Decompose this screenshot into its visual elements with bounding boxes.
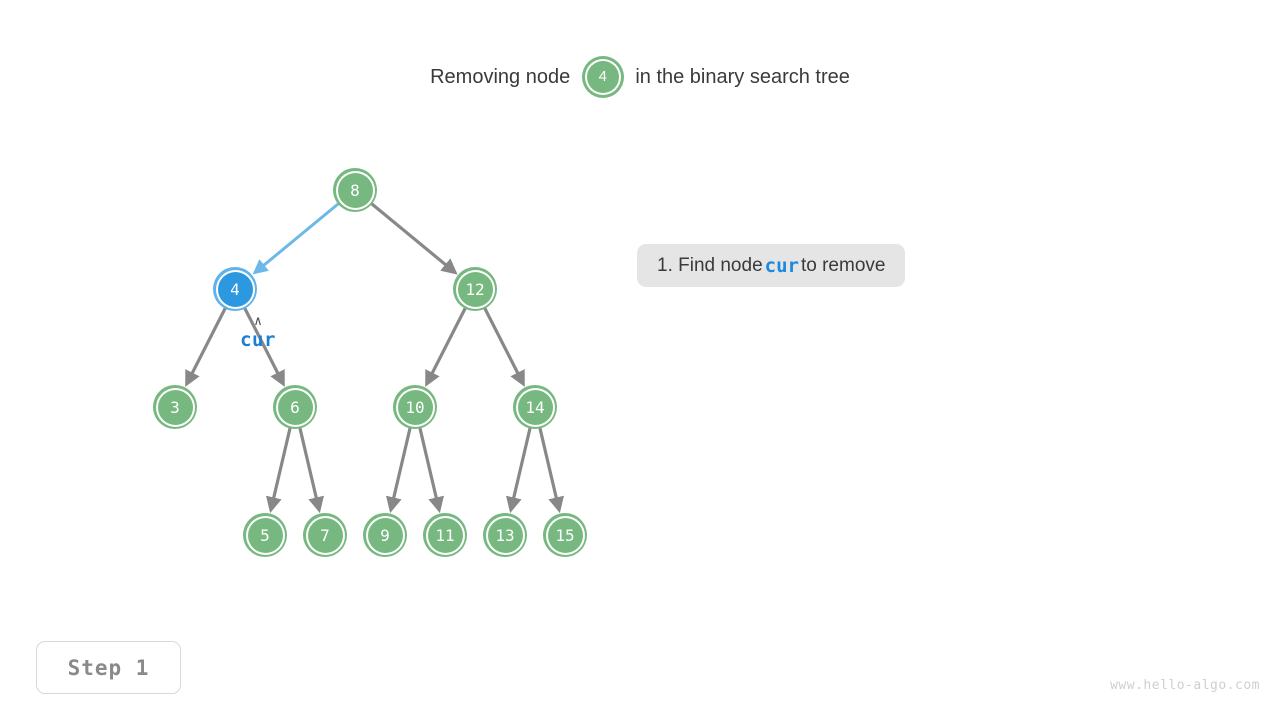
tree-node-8[interactable]: 8 — [333, 168, 377, 212]
tree-node-value: 5 — [247, 517, 283, 553]
tree-node-7[interactable]: 7 — [303, 513, 347, 557]
tree-edge-4-3 — [185, 306, 227, 387]
page-title: Removing node 4 in the binary search tre… — [0, 56, 1280, 98]
tree-node-14[interactable]: 14 — [513, 385, 557, 429]
tree-edge-6-7 — [298, 427, 324, 514]
tree-node-15[interactable]: 15 — [543, 513, 587, 557]
page-title-suffix: in the binary search tree — [635, 66, 850, 88]
tree-node-value: 12 — [457, 271, 493, 307]
tree-node-9[interactable]: 9 — [363, 513, 407, 557]
tree-edge-12-10 — [425, 306, 467, 387]
tree-edge-8-12 — [370, 202, 458, 275]
tree-node-13[interactable]: 13 — [483, 513, 527, 557]
tree-edge-10-11 — [418, 427, 444, 514]
tree-edge-10-9 — [386, 427, 412, 514]
tree-node-3[interactable]: 3 — [153, 385, 197, 429]
tree-node-value: 13 — [487, 517, 523, 553]
tree-edge-8-4 — [252, 202, 340, 275]
tree-node-12[interactable]: 12 — [453, 267, 497, 311]
tree-edge-6-5 — [266, 427, 292, 514]
tree-edge-4-6 — [243, 306, 285, 387]
cur-pointer-label: cur — [240, 329, 276, 351]
page-title-prefix: Removing node — [430, 66, 571, 88]
tree-node-11[interactable]: 11 — [423, 513, 467, 557]
tree-node-value: 3 — [157, 389, 193, 425]
tree-node-4[interactable]: 4 — [213, 267, 257, 311]
tree-node-5[interactable]: 5 — [243, 513, 287, 557]
tree-node-value: 15 — [547, 517, 583, 553]
tree-edge-12-14 — [483, 306, 525, 387]
tree-edge-14-15 — [538, 427, 564, 514]
tree-node-6[interactable]: 6 — [273, 385, 317, 429]
step-badge: Step 1 — [36, 641, 181, 694]
tree-edge-14-13 — [506, 427, 532, 514]
tree-node-10[interactable]: 10 — [393, 385, 437, 429]
tree-node-value: 4 — [217, 271, 253, 307]
caption-prefix: 1. Find node — [657, 254, 763, 276]
step-caption: 1. Find node cur to remove — [637, 244, 906, 287]
title-node-badge: 4 — [581, 56, 624, 98]
tree-node-value: 10 — [397, 389, 433, 425]
title-node-value: 4 — [586, 61, 619, 93]
caption-code-cur: cur — [764, 254, 799, 277]
tree-node-value: 14 — [517, 389, 553, 425]
cur-pointer: ∧ cur — [213, 314, 303, 352]
caption-suffix: to remove — [800, 254, 886, 276]
tree-node-value: 11 — [427, 517, 463, 553]
tree-node-value: 6 — [277, 389, 313, 425]
step-badge-label: Step 1 — [67, 655, 150, 680]
site-watermark: www.hello-algo.com — [1110, 678, 1260, 693]
cur-caret-icon: ∧ — [254, 314, 262, 329]
tree-node-value: 8 — [337, 172, 373, 208]
tree-node-value: 9 — [367, 517, 403, 553]
tree-node-value: 7 — [307, 517, 343, 553]
